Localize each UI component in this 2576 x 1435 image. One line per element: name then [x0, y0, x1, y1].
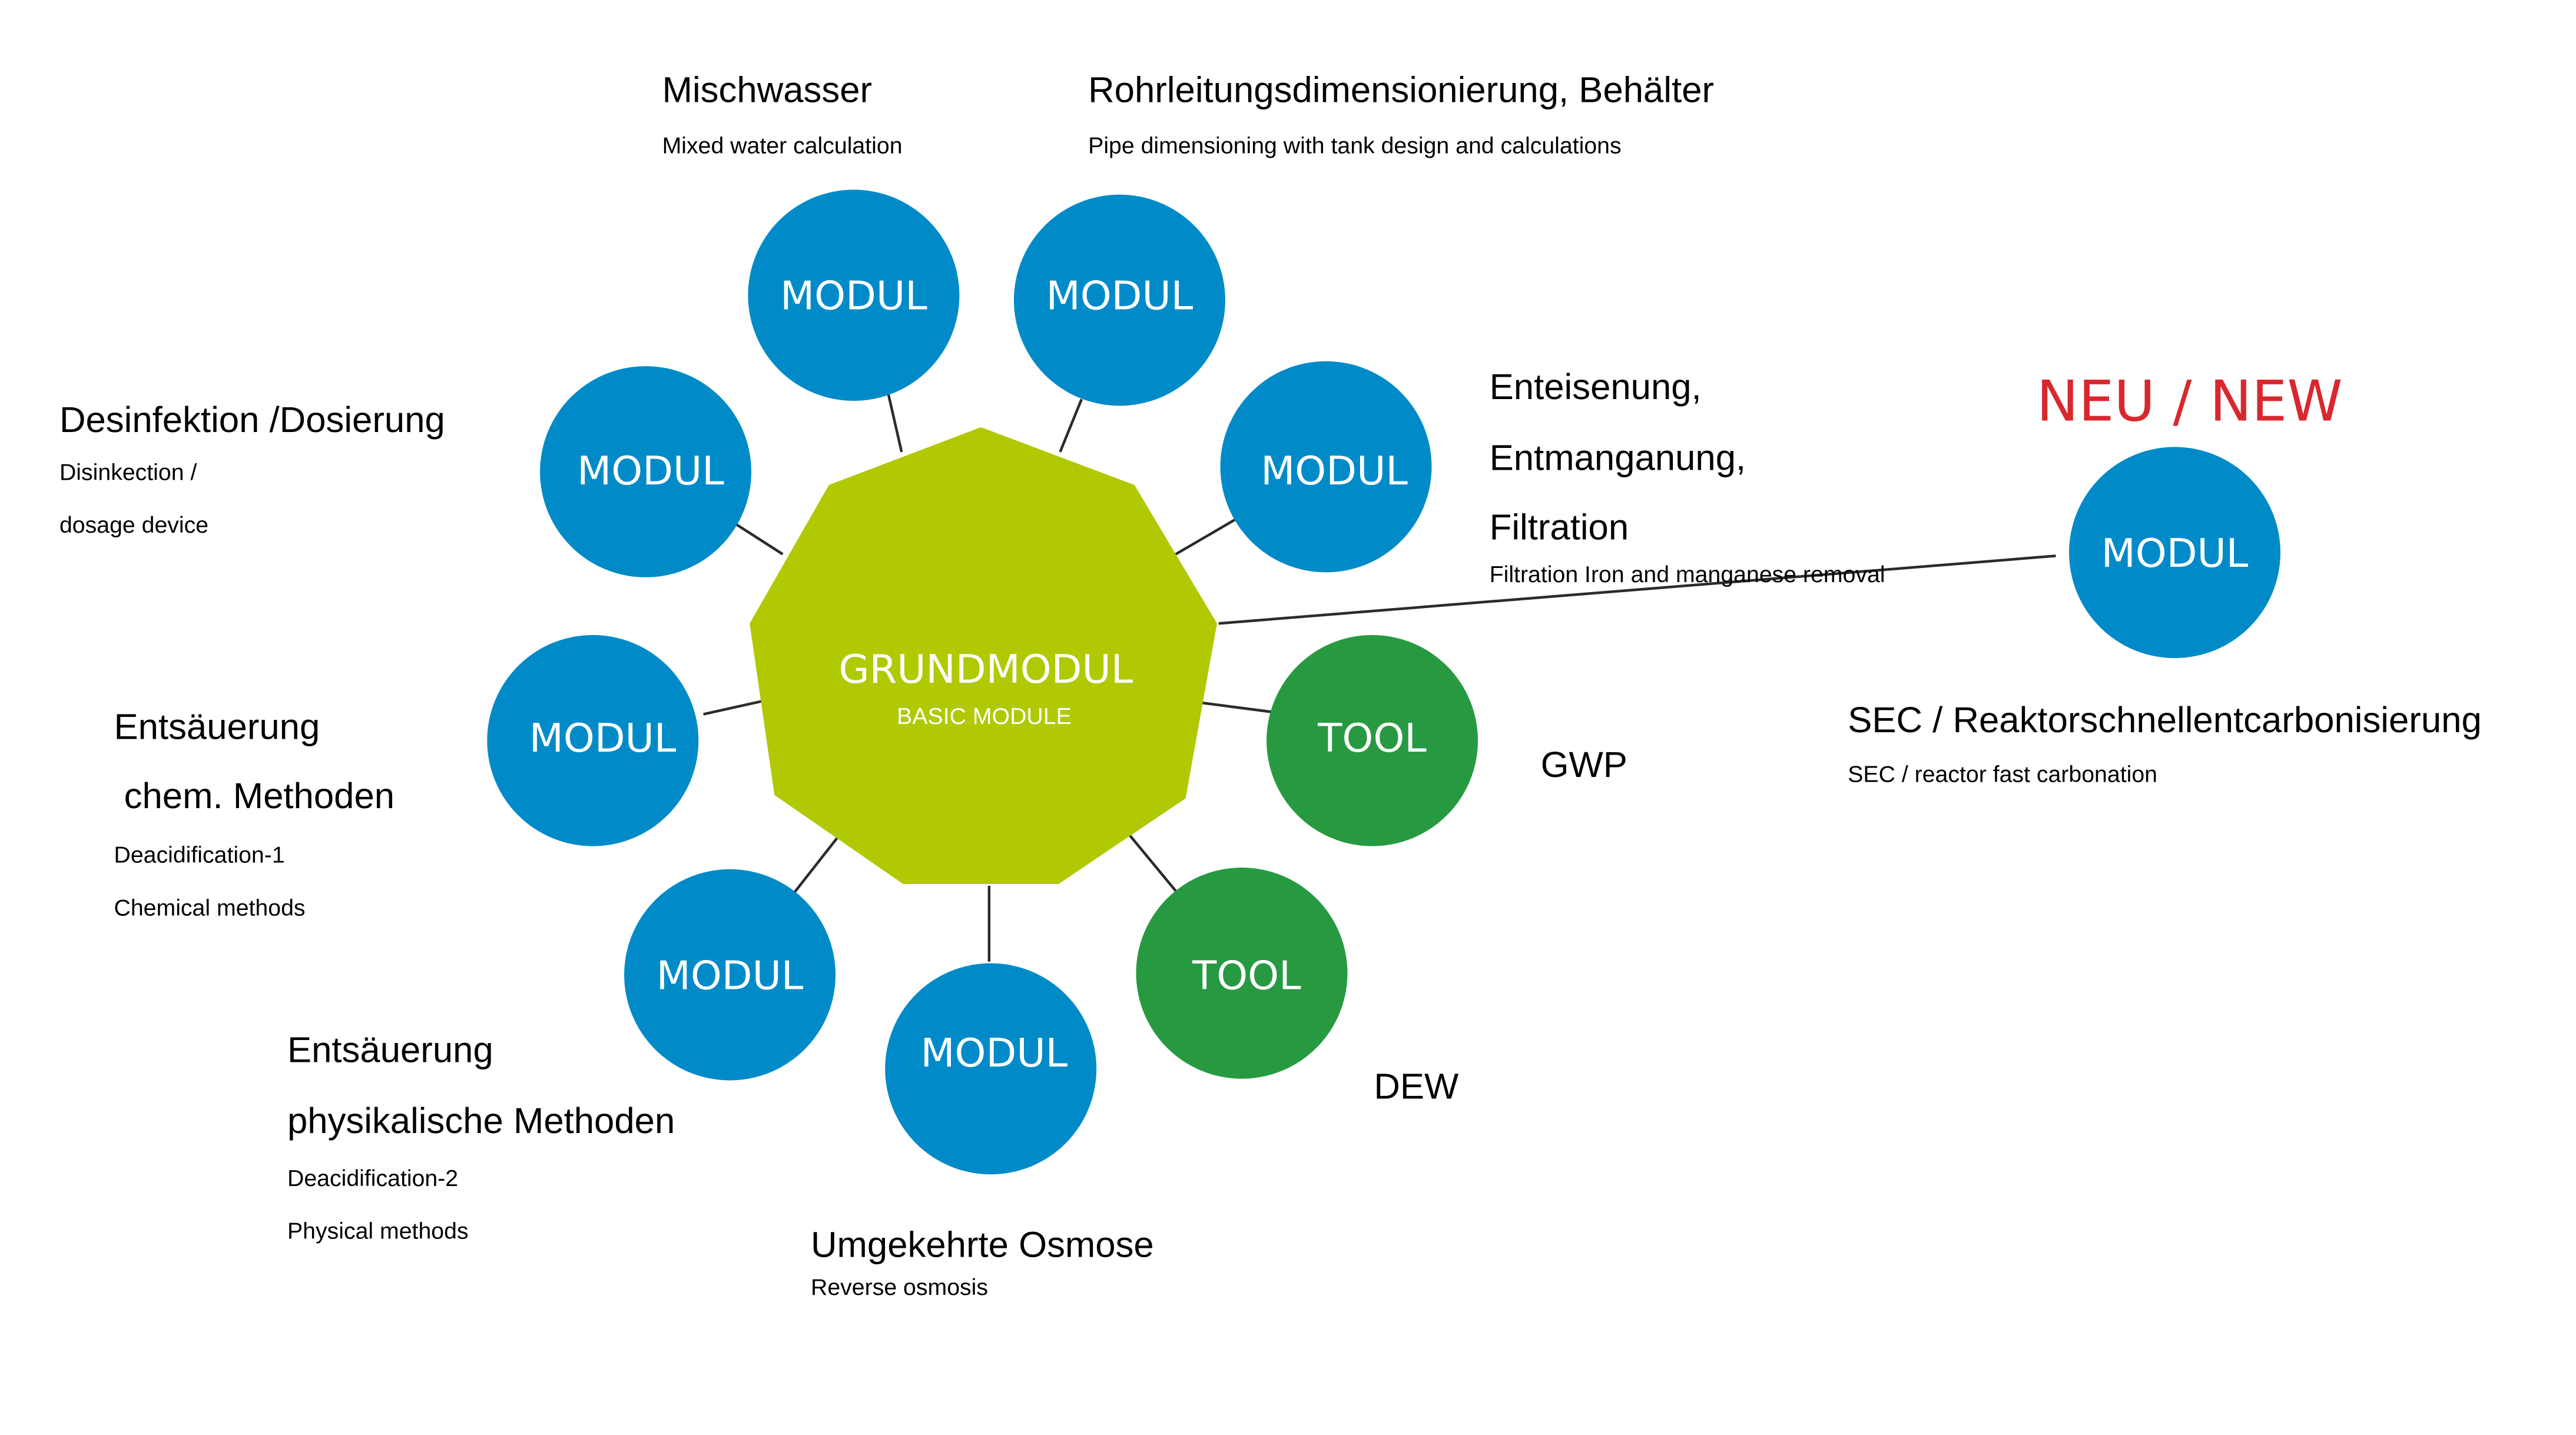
grundmodul-title: GRUNDMODUL	[838, 646, 1133, 692]
node-label: MODUL	[529, 715, 677, 761]
label-subtitle: Deacidification-2	[287, 1165, 458, 1191]
node-label: MODUL	[577, 448, 724, 494]
grundmodul[interactable]: GRUNDMODUL BASIC MODULE	[750, 427, 1217, 885]
modul-circle	[624, 869, 836, 1081]
connector-entsaeuerung-chem	[703, 699, 764, 716]
label-title: DEW	[1374, 1066, 1458, 1107]
label-title: Entsäuerung	[287, 1030, 493, 1071]
connector-gwp	[1200, 701, 1277, 714]
modul-circle	[748, 190, 960, 401]
node-dew[interactable]: TOOL	[1136, 868, 1348, 1079]
node-label: TOOL	[1192, 952, 1301, 998]
label-title: Enteisenung,	[1490, 367, 1702, 407]
node-rohrleitung[interactable]: MODUL	[1013, 194, 1225, 406]
connector-enteisenung	[1175, 518, 1236, 556]
node-mischwasser[interactable]: MODUL	[748, 190, 960, 401]
modul-circle	[487, 635, 699, 846]
node-entsaeuerung-phys[interactable]: MODUL	[624, 869, 836, 1081]
label-title: Rohrleitungsdimensionierung, Behälter	[1088, 70, 1714, 111]
node-label: MODUL	[780, 273, 927, 319]
node-desinfektion[interactable]: MODUL	[540, 366, 752, 577]
modul-circle	[1220, 361, 1432, 573]
label-title: Filtration	[1490, 507, 1629, 547]
label-title: chem. Methoden	[114, 776, 395, 816]
node-entsaeuerung-chem[interactable]: MODUL	[487, 635, 699, 846]
label-subtitle: Filtration Iron and manganese removal	[1490, 562, 1885, 587]
grundmodul-shape	[750, 427, 1217, 885]
label-title: GWP	[1541, 745, 1627, 785]
grundmodul-subtitle: BASIC MODULE	[897, 703, 1072, 729]
modul-circle	[885, 963, 1097, 1175]
label-title: SEC / Reaktorschnellentcarbonisierung	[1848, 700, 2482, 740]
label-subtitle: Deacidification-1	[114, 842, 285, 868]
label-subtitle: Chemical methods	[114, 895, 306, 921]
node-label: MODUL	[1046, 273, 1193, 319]
label-title: Mischwasser	[662, 70, 872, 111]
tool-circle	[1136, 868, 1348, 1079]
labels: Mischwasser Mixed water calculation Rohr…	[59, 70, 2482, 1300]
node-gwp[interactable]: TOOL	[1267, 635, 1478, 846]
connector-desinfektion	[735, 523, 784, 556]
node-label: MODUL	[921, 1030, 1068, 1076]
label-title: physikalische Methoden	[287, 1101, 675, 1141]
connector-dew	[1126, 832, 1183, 900]
modul-circle	[1013, 194, 1225, 406]
node-label: MODUL	[2101, 530, 2249, 576]
node-enteisenung[interactable]: MODUL	[1220, 361, 1432, 573]
node-label: MODUL	[1261, 448, 1408, 494]
tool-circle	[1267, 635, 1478, 846]
connector-entsaeuerung-phys	[788, 837, 838, 900]
node-sec[interactable]: MODUL	[2069, 447, 2280, 659]
connector-rohrleitung	[1059, 398, 1083, 453]
connector-mischwasser	[887, 394, 903, 453]
label-title: Umgekehrte Osmose	[811, 1224, 1154, 1265]
modul-circle	[2069, 447, 2280, 659]
connector-sec	[1218, 554, 2056, 625]
label-subtitle: Disinkection /	[59, 459, 197, 485]
label-title: Desinfektion /Dosierung	[59, 400, 445, 440]
label-subtitle: SEC / reactor fast carbonation	[1848, 761, 2157, 787]
label-subtitle: dosage device	[59, 512, 208, 538]
node-osmose[interactable]: MODUL	[885, 963, 1097, 1175]
node-label: MODUL	[657, 952, 804, 998]
label-subtitle: Physical methods	[287, 1218, 469, 1244]
label-subtitle: Pipe dimensioning with tank design and c…	[1088, 133, 1621, 159]
nodes: MODUL MODUL MODUL TOOL TOOL MODUL MODUL	[487, 190, 2280, 1175]
modul-circle	[540, 366, 752, 577]
connectors	[703, 394, 2056, 962]
label-title: Entmanganung,	[1490, 438, 1746, 479]
new-badge: NEU / NEW	[2037, 370, 2343, 434]
label-subtitle: Reverse osmosis	[811, 1274, 988, 1300]
label-title: Entsäuerung	[114, 706, 320, 747]
label-subtitle: Mixed water calculation	[662, 133, 903, 159]
node-label: TOOL	[1317, 715, 1427, 761]
